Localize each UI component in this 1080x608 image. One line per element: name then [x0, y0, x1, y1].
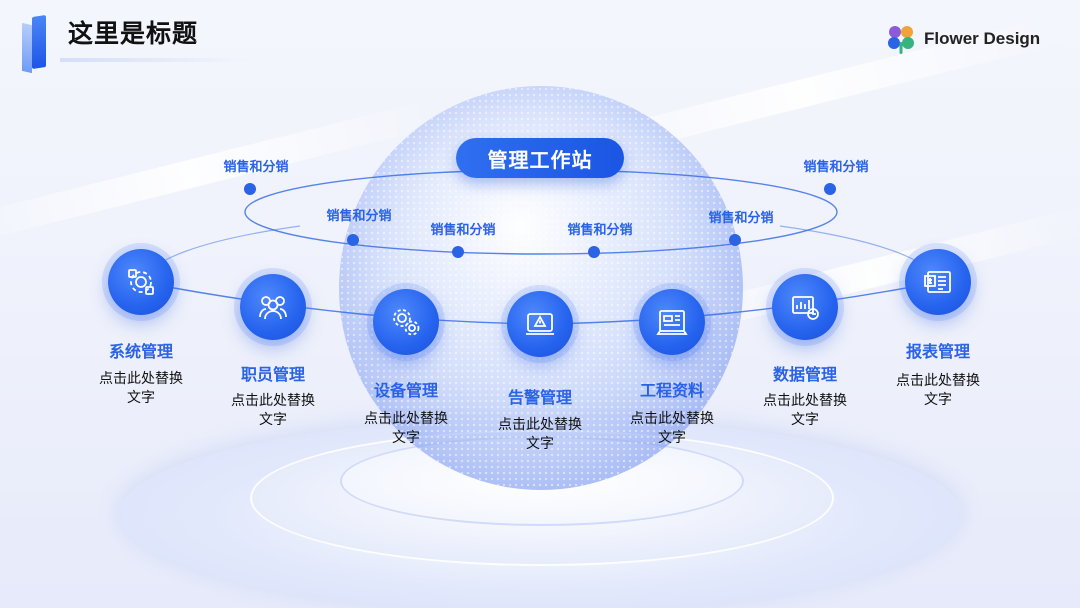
module-desc[interactable]: 点击此处替换文字 — [498, 417, 582, 452]
system-management-node[interactable] — [108, 249, 174, 315]
logo-text: Flower Design — [924, 29, 1041, 48]
brand-logo: Flower Design — [884, 22, 1040, 56]
module-title: 报表管理 — [905, 342, 971, 361]
blueprint-icon — [656, 310, 688, 335]
module-title: 系统管理 — [108, 342, 174, 361]
module-desc[interactable]: 点击此处替换文字 — [231, 393, 315, 428]
module-desc[interactable]: 点击此处替换文字 — [896, 373, 980, 408]
flower-logo-icon — [888, 26, 914, 54]
orbit-label: 销售和分销 — [430, 223, 496, 238]
staff-management-icon — [259, 296, 287, 320]
data-chart-icon — [792, 296, 819, 320]
alarm-management-node[interactable] — [507, 291, 573, 357]
module-desc[interactable]: 点击此处替换文字 — [364, 411, 448, 446]
staff-management-node[interactable] — [240, 274, 306, 340]
report-management-node[interactable] — [905, 249, 971, 315]
orbit-label: 销售和分销 — [326, 209, 392, 224]
report-icon — [924, 271, 951, 293]
alert-icon — [526, 313, 554, 335]
module-title: 告警管理 — [507, 388, 573, 407]
title-underline — [60, 58, 250, 62]
module-title: 工程资料 — [639, 381, 705, 400]
module-title: 职员管理 — [240, 365, 306, 384]
module-desc[interactable]: 点击此处替换文字 — [99, 371, 183, 406]
page-title: 这里是标题 — [68, 19, 199, 48]
orbit-label: 销售和分销 — [567, 223, 633, 238]
management-station-badge[interactable]: 管理工作站 — [456, 138, 624, 178]
orbit-label: 销售和分销 — [223, 160, 289, 175]
equipment-management-node[interactable] — [373, 289, 439, 355]
module-desc[interactable]: 点击此处替换文字 — [630, 411, 714, 446]
module-title: 设备管理 — [373, 381, 439, 400]
data-management-node[interactable] — [772, 274, 838, 340]
engineering-docs-node[interactable] — [639, 289, 705, 355]
orbit-label: 销售和分销 — [803, 160, 869, 175]
module-desc[interactable]: 点击此处替换文字 — [763, 393, 847, 428]
system-management-icon — [128, 269, 154, 295]
gear-icon — [393, 309, 420, 336]
orbit-label: 销售和分销 — [708, 211, 774, 226]
module-title: 数据管理 — [772, 365, 838, 384]
